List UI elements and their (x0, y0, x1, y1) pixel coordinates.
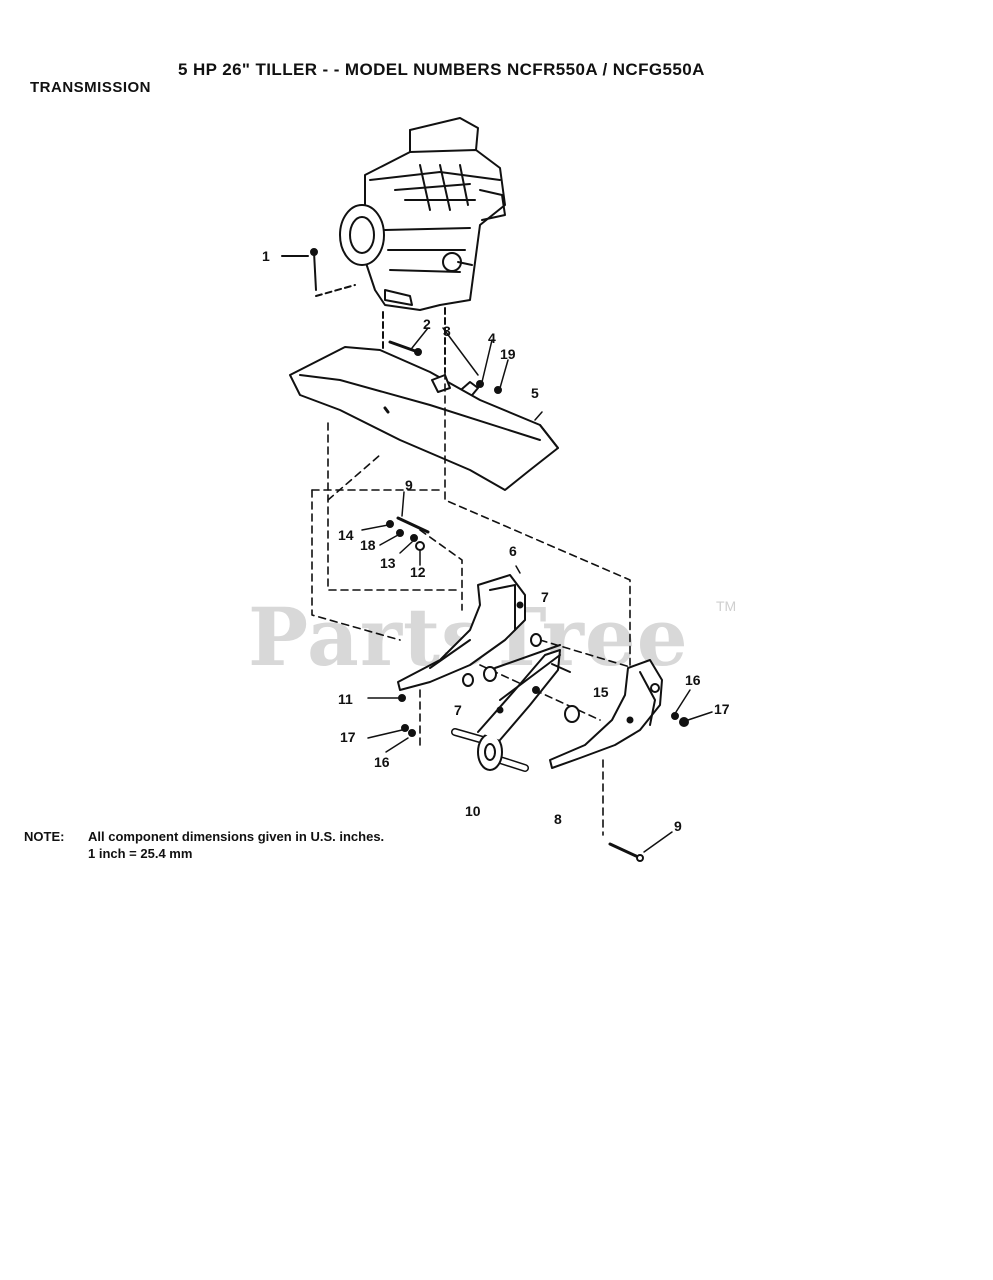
section-title: TRANSMISSION (30, 79, 152, 96)
part-9-lower-bolt (608, 831, 673, 862)
callout-3: 3 (443, 323, 451, 339)
callout-14: 14 (338, 527, 354, 543)
note-line-2: 1 inch = 25.4 mm (88, 846, 193, 861)
callout-15: 15 (593, 684, 609, 700)
callout-9-top: 9 (405, 477, 413, 493)
part-10-tine-hub (451, 649, 561, 772)
engine (339, 117, 506, 311)
callout-1: 1 (262, 248, 270, 264)
part-5-tine-shield (289, 346, 559, 491)
callout-4: 4 (488, 330, 496, 346)
callout-10: 10 (465, 803, 481, 819)
part-11-17-16-left (367, 694, 416, 753)
callout-13: 13 (380, 555, 396, 571)
part-1-bolt (281, 248, 356, 297)
callout-9-lower: 9 (674, 818, 682, 834)
callout-11: 11 (338, 691, 353, 707)
part-8-right-bracket (549, 659, 663, 769)
callout-16-right: 16 (685, 672, 701, 688)
part-9-14-18-13-12-hardware (361, 491, 430, 566)
callout-19: 19 (500, 346, 516, 362)
part-2-3-bracket (388, 327, 479, 376)
callout-6: 6 (509, 543, 517, 559)
dimension-note: NOTE: All component dimensions given in U… (24, 828, 384, 862)
callout-18: 18 (360, 537, 376, 553)
model-title: 5 HP 26" TILLER - - MODEL NUMBERS NCFR55… (178, 60, 705, 79)
note-line-1: All component dimensions given in U.S. i… (88, 829, 385, 844)
callout-17-right: 17 (714, 701, 730, 717)
washers-7-15 (462, 633, 580, 723)
watermark-tm: TM (716, 598, 737, 614)
part-16-17-right (671, 689, 713, 727)
part-6-left-bracket (397, 565, 526, 691)
callout-5: 5 (531, 385, 539, 401)
callout-16-left: 16 (374, 754, 390, 770)
callout-12: 12 (410, 564, 426, 580)
callout-8: 8 (554, 811, 562, 827)
callout-7-lower: 7 (454, 702, 462, 718)
callout-2: 2 (423, 316, 431, 332)
callout-17-left: 17 (340, 729, 356, 745)
callout-7-upper: 7 (541, 589, 549, 605)
note-label: NOTE: (24, 829, 65, 844)
callout-labels: 1 2 3 4 19 5 9 14 18 13 12 6 7 7 11 15 1… (262, 248, 730, 834)
assembly-guide-lines (311, 371, 641, 836)
